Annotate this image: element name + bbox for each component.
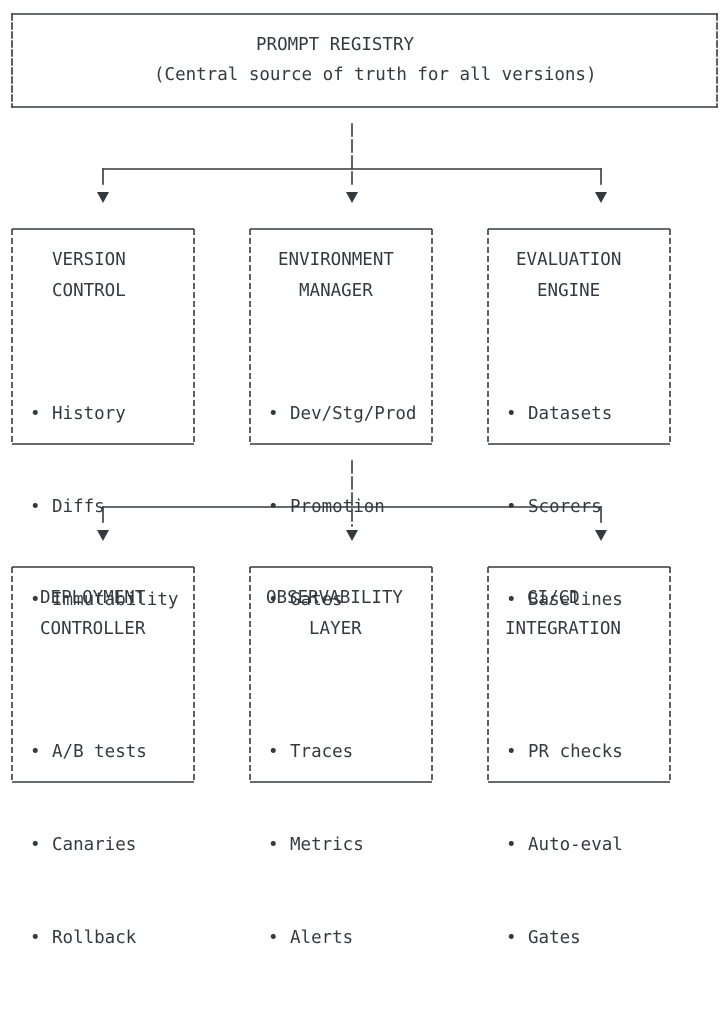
- bullet-icon: •: [30, 928, 41, 948]
- feature-list: •A/B tests •Canaries •Rollback: [30, 675, 147, 1016]
- bullet-icon: •: [268, 590, 279, 610]
- box-title: ENVIRONMENT: [278, 250, 394, 270]
- bullet-icon: •: [268, 835, 279, 855]
- list-item: •Alerts: [268, 923, 364, 954]
- bullet-icon: •: [506, 590, 517, 610]
- list-item: •A/B tests: [30, 737, 147, 768]
- list-item: •Immutability: [30, 585, 178, 616]
- list-item: •Traces: [268, 737, 364, 768]
- bullet-icon: •: [30, 835, 41, 855]
- ci-cd-integration-box: CI/CD INTEGRATION •PR checks •Auto-eval …: [488, 567, 670, 948]
- feature-list: •History •Diffs •Immutability: [30, 337, 178, 678]
- registry-subtitle: (Central source of truth for all version…: [154, 65, 597, 85]
- list-item: •Metrics: [268, 830, 364, 861]
- box-title: INTEGRATION: [505, 619, 621, 639]
- bullet-icon: •: [268, 742, 279, 762]
- version-control-box: VERSION CONTROL •History •Diffs •Immutab…: [12, 229, 194, 610]
- list-item: •Gates: [268, 585, 416, 616]
- list-item: •Scorers: [506, 492, 623, 523]
- feature-list: •Traces •Metrics •Alerts: [268, 675, 364, 1016]
- bullet-icon: •: [268, 497, 279, 517]
- bullet-icon: •: [30, 497, 41, 517]
- bullet-icon: •: [268, 404, 279, 424]
- box-title: OBSERVABILITY: [266, 588, 403, 608]
- bullet-icon: •: [30, 404, 41, 424]
- box-title: VERSION: [52, 250, 126, 270]
- list-item: •Promotion: [268, 492, 416, 523]
- list-item: •Rollback: [30, 923, 147, 954]
- prompt-registry-box: PROMPT REGISTRY (Central source of truth…: [12, 30, 717, 107]
- list-item: •History: [30, 399, 178, 430]
- list-item: •Canaries: [30, 830, 147, 861]
- box-title: LAYER: [309, 619, 362, 639]
- list-item: •Diffs: [30, 492, 178, 523]
- list-item: •Dev/Stg/Prod: [268, 399, 416, 430]
- bullet-icon: •: [30, 742, 41, 762]
- feature-list: •PR checks •Auto-eval •Gates: [506, 675, 623, 1016]
- bullet-icon: •: [506, 404, 517, 424]
- bullet-icon: •: [268, 928, 279, 948]
- list-item: •PR checks: [506, 737, 623, 768]
- diagram-connectors: [11, 13, 718, 783]
- box-title: CI/CD: [527, 588, 580, 608]
- box-title: MANAGER: [299, 281, 373, 301]
- list-item: •Datasets: [506, 399, 623, 430]
- list-item: •Baselines: [506, 585, 623, 616]
- box-title: EVALUATION: [516, 250, 622, 270]
- bullet-icon: •: [506, 497, 517, 517]
- box-title: ENGINE: [537, 281, 601, 301]
- bullet-icon: •: [506, 928, 517, 948]
- observability-layer-box: OBSERVABILITY LAYER •Traces •Metrics •Al…: [250, 567, 432, 948]
- feature-list: •Dev/Stg/Prod •Promotion •Gates: [268, 337, 416, 678]
- bullet-icon: •: [506, 835, 517, 855]
- bullet-icon: •: [30, 590, 41, 610]
- evaluation-engine-box: EVALUATION ENGINE •Datasets •Scorers •Ba…: [488, 229, 670, 610]
- box-title: CONTROLLER: [40, 619, 146, 639]
- box-title: DEPLOYMENT: [40, 588, 146, 608]
- list-item: •Auto-eval: [506, 830, 623, 861]
- deployment-controller-box: DEPLOYMENT CONTROLLER •A/B tests •Canari…: [12, 567, 194, 948]
- box-title: CONTROL: [52, 281, 126, 301]
- list-item: •Gates: [506, 923, 623, 954]
- registry-title: PROMPT REGISTRY: [256, 35, 415, 55]
- environment-manager-box: ENVIRONMENT MANAGER •Dev/Stg/Prod •Promo…: [250, 229, 432, 610]
- feature-list: •Datasets •Scorers •Baselines: [506, 337, 623, 678]
- bullet-icon: •: [506, 742, 517, 762]
